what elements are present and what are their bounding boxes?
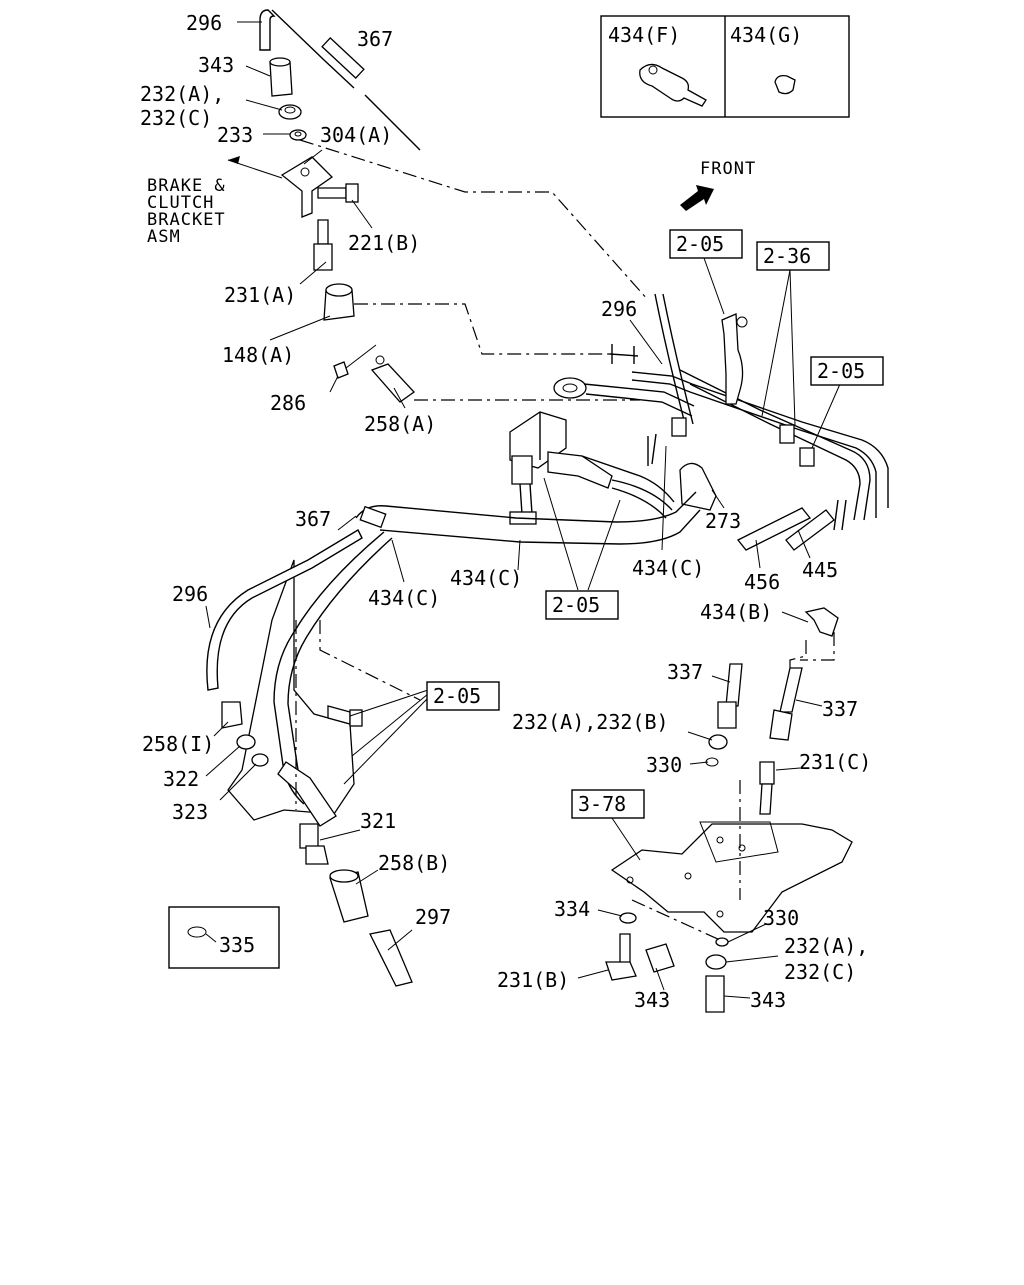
label-343-right: 343 (750, 988, 786, 1012)
ref-boxes (426, 229, 884, 819)
label-258a: 258(A) (364, 412, 436, 436)
label-231a: 231(A) (224, 283, 296, 307)
label-434b: 434(B) (700, 600, 772, 624)
label-434f: 434(F) (608, 23, 680, 47)
label-337-left: 337 (667, 660, 703, 684)
upper-hardware-stack (269, 57, 415, 403)
label-296-right: 296 (601, 297, 637, 321)
label-232a: 232(A), (140, 82, 224, 106)
label-233: 233 (217, 123, 253, 147)
ref-2-05-c: 2-05 (552, 593, 600, 617)
label-296: 296 (186, 11, 222, 35)
label-337-right: 337 (822, 697, 858, 721)
label-221b: 221(B) (348, 231, 420, 255)
label-148a: 148(A) (222, 343, 294, 367)
label-434c-3: 434(C) (368, 586, 440, 610)
labels: 296 367 343 232(A), 232(C) 233 304(A) BR… (140, 11, 871, 1012)
label-321: 321 (360, 809, 396, 833)
label-434c-1: 434(C) (632, 556, 704, 580)
label-334: 334 (554, 897, 590, 921)
ref-3-78: 3-78 (578, 792, 626, 816)
label-232c-lower: 232(C) (784, 960, 856, 984)
label-asm: ASM (147, 227, 181, 247)
label-clutch: CLUTCH (147, 193, 214, 213)
label-232ab: 232(A),232(B) (512, 710, 669, 734)
part-335-box (168, 906, 280, 969)
ref-2-36: 2-36 (763, 244, 811, 268)
label-456: 456 (744, 570, 780, 594)
label-367-lower: 367 (295, 507, 331, 531)
label-297: 297 (415, 905, 451, 929)
label-367: 367 (357, 27, 393, 51)
label-330-lower: 330 (763, 906, 799, 930)
label-front: FRONT (700, 159, 756, 179)
label-445: 445 (802, 558, 838, 582)
label-231b: 231(B) (497, 968, 569, 992)
label-343: 343 (198, 53, 234, 77)
label-434g: 434(G) (730, 23, 802, 47)
lower-right-assembly (605, 607, 853, 1013)
label-322: 322 (163, 767, 199, 791)
label-330-upper: 330 (646, 753, 682, 777)
label-232a-lower: 232(A), (784, 934, 868, 958)
label-286: 286 (270, 391, 306, 415)
label-258b: 258(B) (378, 851, 450, 875)
ref-2-05-a: 2-05 (676, 232, 724, 256)
label-232c: 232(C) (140, 106, 212, 130)
label-335: 335 (219, 933, 255, 957)
label-343-mid: 343 (634, 988, 670, 1012)
label-434c-2: 434(C) (450, 566, 522, 590)
label-brake: BRAKE & (147, 176, 226, 196)
ref-2-05-b: 2-05 (817, 359, 865, 383)
label-231c: 231(C) (799, 750, 871, 774)
label-273: 273 (705, 509, 741, 533)
label-323: 323 (172, 800, 208, 824)
ref-2-05-d: 2-05 (433, 684, 481, 708)
label-296-lower: 296 (172, 582, 208, 606)
front-arrow (680, 185, 714, 211)
label-bracket: BRACKET (147, 210, 226, 230)
inset-box (600, 15, 850, 118)
label-258i: 258(I) (142, 732, 214, 756)
label-304a: 304(A) (320, 123, 392, 147)
lower-left-assembly (206, 529, 413, 987)
